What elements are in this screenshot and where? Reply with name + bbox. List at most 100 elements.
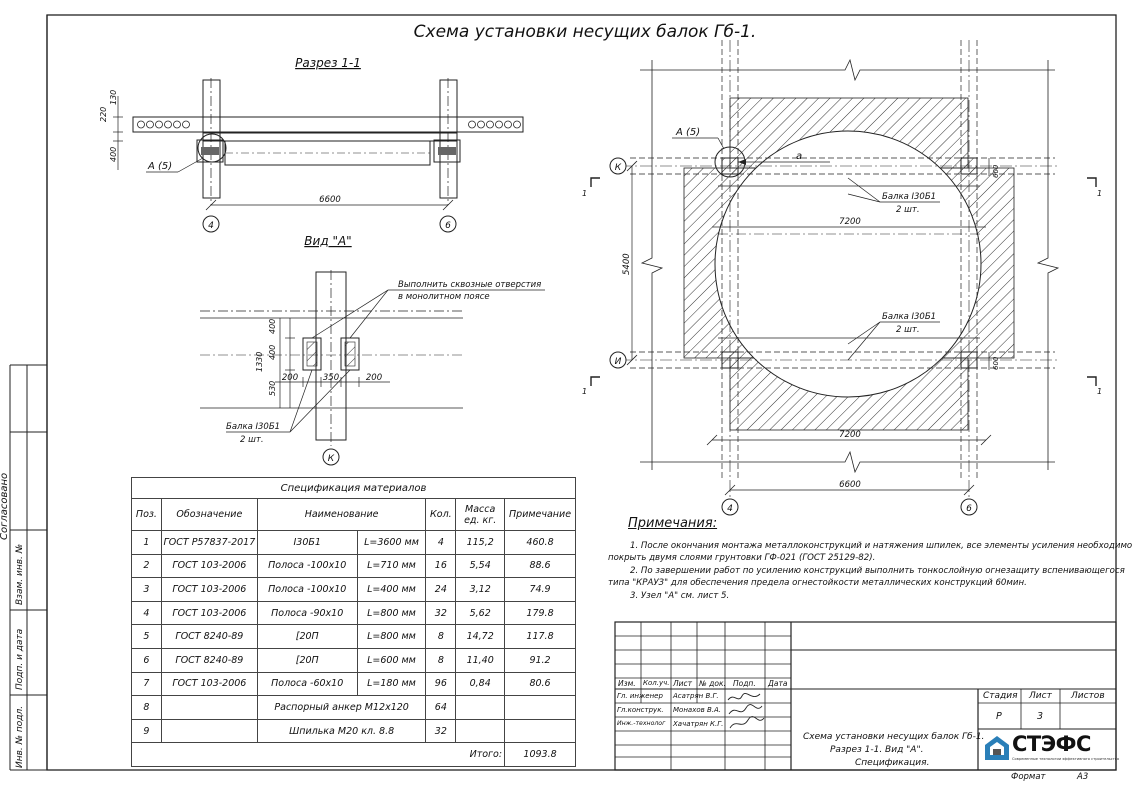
- sheet-frame: [46, 14, 1117, 771]
- axis-6-label: 6: [445, 221, 451, 231]
- spec-title: Спецификация материалов: [131, 477, 576, 499]
- spec-cell-code: ГОСТ 8240-89: [160, 624, 258, 649]
- spec-cell-pos: 1: [131, 530, 162, 555]
- notes-line-2: покрыть двумя слоями грунтовки ГФ-021 (Г…: [608, 553, 876, 563]
- plan-dim-6600: 6600: [839, 480, 861, 490]
- side-agreed: Согласовано: [0, 473, 10, 540]
- dim-530: 530: [268, 381, 277, 396]
- spec-header-note: Примечание: [504, 498, 576, 531]
- cut-mark-bl: 1: [582, 387, 587, 396]
- plan-dim-7200-top: 7200: [839, 217, 861, 227]
- spec-cell-pos: 4: [131, 600, 162, 626]
- plan-axis-k: К: [615, 163, 622, 173]
- spec-cell-qty: 64: [425, 695, 457, 720]
- spec-cell-len: L=3600 мм: [356, 530, 427, 555]
- spec-cell-pos: 8: [131, 695, 162, 720]
- spec-cell-code: ГОСТ 103-2006: [160, 553, 258, 579]
- plan-beam1-line2: 2 шт.: [896, 205, 920, 215]
- spec-cell-note: 179.8: [504, 600, 576, 626]
- plan-dim-7200-bottom: 7200: [839, 430, 861, 440]
- spec-cell-mass: [455, 695, 506, 720]
- spec-header-pos: Поз.: [131, 498, 162, 531]
- stamp-name-2: Монахов В.А.: [673, 706, 722, 714]
- title-block-grid: [614, 621, 1117, 771]
- stamp-sheets-label: Листов: [1071, 691, 1105, 701]
- view-a: Вид "А" Выполнить сквозные отверстия в м…: [200, 234, 545, 466]
- notes-line-1: 1. После окончания монтажа металлоконстр…: [630, 541, 1132, 551]
- spec-cell-qty: 16: [425, 553, 457, 579]
- stamp-col-list: Лист: [673, 679, 693, 688]
- section-label: Разрез 1-1: [295, 56, 361, 70]
- spec-total-value: 1093.8: [504, 742, 576, 767]
- spec-cell-name: Полоса -90х10: [256, 600, 358, 626]
- stamp-stage-label: Стадия: [983, 691, 1018, 701]
- axis-4-label: 4: [208, 221, 214, 231]
- plan-callout: А (5): [675, 127, 700, 138]
- axis-bubble-k-view: [322, 448, 340, 466]
- spec-header-code: Обозначение: [160, 498, 258, 531]
- drawing-title: Схема установки несущих балок Гб-1.: [414, 22, 757, 42]
- side-inv: Инв. № подл.: [15, 706, 25, 768]
- spec-cell-note: 88.6: [504, 553, 576, 579]
- table-row: 4 ГОСТ 103-2006 Полоса -90х10 L=800 мм 3…: [131, 600, 576, 626]
- spec-cell-pos: 7: [131, 671, 162, 697]
- stamp-desc-3: Спецификация.: [855, 758, 930, 768]
- logo-subtitle: Современные технологии эффективного стро…: [1012, 757, 1120, 761]
- view-axis-label: К: [328, 454, 335, 464]
- axis-bubble-4-plan: [721, 498, 739, 516]
- stamp-sheet-label: Лист: [1029, 691, 1052, 701]
- table-row: 6 ГОСТ 8240-89 [20П L=600 мм 8 11,40 91.…: [131, 647, 576, 673]
- spec-cell-len: L=800 мм: [356, 624, 427, 649]
- spec-cell-qty: 8: [425, 624, 457, 649]
- dim-6600-section: 6600: [319, 195, 341, 205]
- dim-400-mid: 400: [268, 345, 277, 360]
- spec-cell-len: L=600 мм: [356, 647, 427, 673]
- notes-title: Примечания:: [628, 516, 718, 531]
- view-beam-2: 2 шт.: [240, 435, 264, 445]
- spec-cell-qty: 8: [425, 647, 457, 673]
- plan-label-a: а: [796, 151, 802, 162]
- dim-1330: 1330: [255, 352, 264, 372]
- axis-bubble-k: [609, 157, 627, 175]
- plan-view: А (5) К И 4 6 5400 6600 7200 7200 600 60…: [582, 40, 1102, 516]
- plan-beam2-line1: Балка I30Б1: [882, 312, 936, 322]
- section-callout: А (5): [147, 161, 172, 172]
- dim-220: 220: [99, 107, 108, 122]
- stamp-col-izm: Изм.: [618, 679, 636, 688]
- plan-beam1-line1: Балка I30Б1: [882, 192, 936, 202]
- format-label: Формат: [1011, 772, 1046, 782]
- spec-cell-name: I30Б1: [256, 530, 358, 555]
- spec-cell-name: [20П: [256, 624, 358, 649]
- format-value: А3: [1077, 772, 1089, 782]
- plan-dim-5400: 5400: [622, 253, 632, 275]
- spec-cell-name: [20П: [256, 647, 358, 673]
- spec-cell-mass: 5,54: [455, 553, 506, 579]
- spec-total-label: Итого:: [130, 742, 506, 767]
- spec-header-qty: Кол.: [425, 498, 457, 531]
- notes-line-3: 2. По завершении работ по усилению конст…: [630, 566, 1125, 576]
- dim-400: 400: [109, 147, 118, 162]
- plan-axis-4: 4: [727, 504, 733, 514]
- spec-cell-name: Полоса -100х10: [256, 577, 358, 602]
- spec-cell-note: 74.9: [504, 577, 576, 602]
- spec-cell-mass: 0,84: [455, 671, 506, 697]
- stamp-role-1: Гл. инженер: [617, 692, 663, 700]
- table-row: 2 ГОСТ 103-2006 Полоса -100х10 L=710 мм …: [131, 553, 576, 579]
- section-1-1: Разрез 1-1 220 130 400 А (5): [99, 56, 524, 233]
- dim-130: 130: [109, 90, 118, 105]
- spec-cell-pos: 9: [131, 718, 162, 744]
- spec-cell-code: [160, 695, 258, 720]
- spec-cell-pos: 2: [131, 553, 162, 579]
- table-row: 1 ГОСТ Р57837-2017 I30Б1 L=3600 мм 4 115…: [131, 530, 576, 555]
- notes-line-4: типа "КРАУЗ" для обеспечения предела огн…: [608, 578, 1027, 588]
- stamp-sheet-value: 3: [1037, 711, 1044, 722]
- axis-bubble-4: [202, 215, 220, 233]
- spec-cell-code: ГОСТ 103-2006: [160, 671, 258, 697]
- spec-cell-mass: 11,40: [455, 647, 506, 673]
- stamp-role-2: Гл.конструк.: [617, 706, 664, 714]
- spec-cell-qty: 24: [425, 577, 457, 602]
- spec-cell-qty: 32: [425, 600, 457, 626]
- spec-cell-len: L=800 мм: [356, 600, 427, 626]
- spec-cell-code: [160, 718, 258, 744]
